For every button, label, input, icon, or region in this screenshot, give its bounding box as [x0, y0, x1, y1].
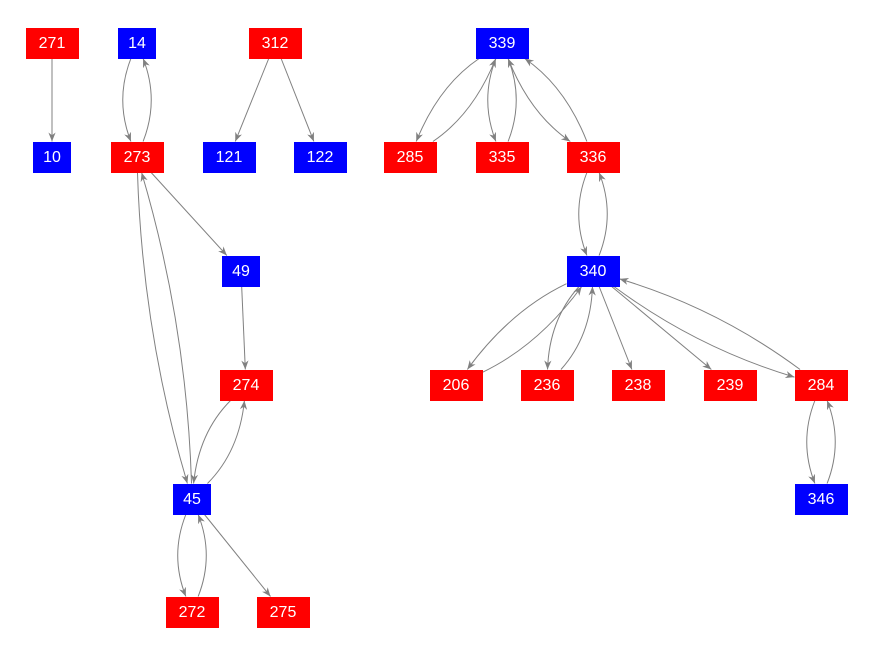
edge-336-to-339 — [524, 58, 588, 142]
node-49[interactable]: 49 — [222, 255, 260, 287]
edge-335-to-339 — [507, 58, 517, 142]
node-340[interactable]: 340 — [566, 255, 620, 287]
edge-273-to-49 — [150, 172, 228, 256]
edge-284-to-340 — [619, 278, 801, 370]
node-122[interactable]: 122 — [293, 141, 347, 173]
edge-346-to-284 — [826, 400, 836, 484]
edge-272-to-45 — [197, 514, 207, 597]
edge-339-to-336 — [507, 58, 571, 142]
edge-339-to-335 — [487, 58, 497, 142]
node-272[interactable]: 272 — [165, 596, 219, 628]
edge-336-to-340 — [578, 172, 588, 256]
edge-45-to-273 — [140, 172, 193, 484]
edge-312-to-122 — [280, 58, 315, 142]
node-121[interactable]: 121 — [202, 141, 256, 173]
edge-340-to-236 — [544, 286, 580, 370]
edge-236-to-340 — [560, 286, 596, 370]
edge-340-to-284 — [613, 286, 795, 378]
edge-45-to-275 — [204, 514, 271, 597]
node-206[interactable]: 206 — [429, 369, 483, 401]
edge-206-to-340 — [482, 286, 583, 373]
node-312[interactable]: 312 — [248, 27, 302, 59]
node-239[interactable]: 239 — [703, 369, 757, 401]
node-336[interactable]: 336 — [566, 141, 620, 173]
edge-285-to-339 — [432, 58, 497, 142]
node-284[interactable]: 284 — [794, 369, 848, 401]
edge-284-to-346 — [806, 400, 816, 484]
edge-45-to-272 — [177, 514, 187, 597]
node-236[interactable]: 236 — [520, 369, 574, 401]
node-45[interactable]: 45 — [173, 483, 211, 515]
edge-14-to-273 — [122, 58, 132, 142]
node-274[interactable]: 274 — [219, 369, 273, 401]
node-10[interactable]: 10 — [33, 141, 71, 173]
node-346[interactable]: 346 — [794, 483, 848, 515]
edge-340-to-336 — [598, 172, 608, 256]
node-335[interactable]: 335 — [475, 141, 529, 173]
edge-340-to-206 — [466, 283, 567, 370]
node-273[interactable]: 273 — [110, 141, 164, 173]
node-275[interactable]: 275 — [256, 596, 310, 628]
node-339[interactable]: 339 — [475, 27, 529, 59]
node-285[interactable]: 285 — [383, 141, 437, 173]
edge-273-to-14 — [142, 58, 152, 142]
edge-49-to-274 — [241, 286, 249, 370]
edge-273-to-45 — [136, 172, 189, 484]
edge-340-to-239 — [611, 286, 712, 370]
edge-340-to-238 — [598, 286, 633, 370]
node-14[interactable]: 14 — [118, 27, 156, 59]
edge-274-to-45 — [190, 400, 231, 484]
node-271[interactable]: 271 — [25, 27, 79, 59]
edge-45-to-274 — [207, 400, 248, 484]
node-238[interactable]: 238 — [611, 369, 665, 401]
edge-339-to-285 — [415, 58, 480, 142]
edge-312-to-121 — [234, 58, 270, 142]
